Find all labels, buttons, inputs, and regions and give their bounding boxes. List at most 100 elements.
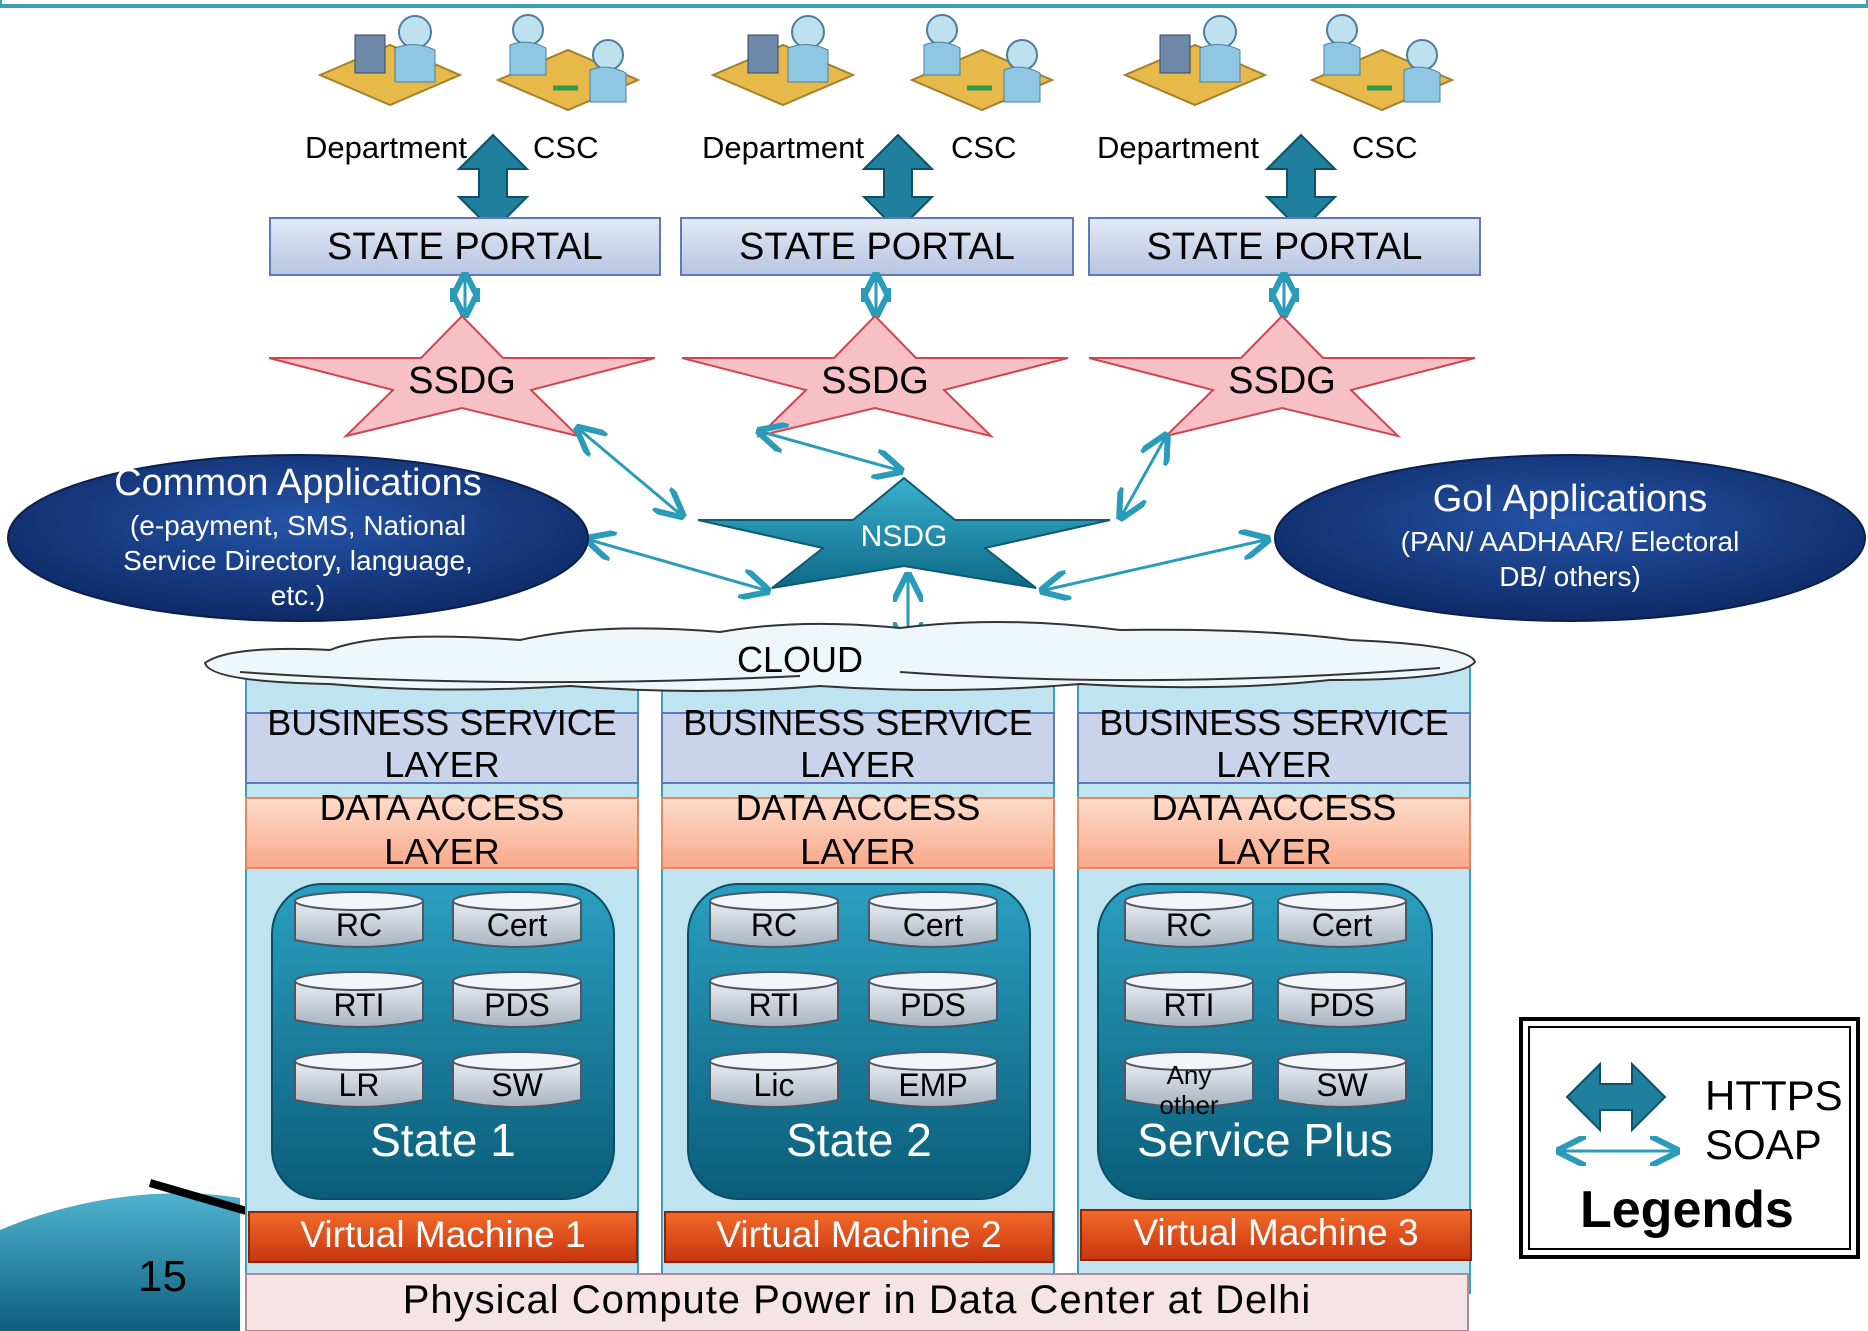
database-cylinder[interactable] <box>1277 1051 1407 1108</box>
state-portal-label: STATE PORTAL <box>1146 226 1423 268</box>
database-label: PDS <box>484 987 550 1023</box>
soap-arrow <box>580 430 1265 646</box>
dal-line: LAYER <box>384 830 500 872</box>
state-label: Service Plus <box>1137 1114 1393 1166</box>
csc-label: CSC <box>951 130 1017 165</box>
physical-compute-bar[interactable] <box>245 1273 1469 1331</box>
database-label: Lic <box>753 1067 795 1103</box>
ssdg-star[interactable] <box>268 314 656 438</box>
database-cylinder[interactable] <box>709 891 839 948</box>
state-container[interactable] <box>271 883 615 1200</box>
database-cylinder[interactable] <box>452 971 582 1028</box>
state-portal-box[interactable] <box>269 217 661 276</box>
ssdg-star[interactable] <box>1088 314 1476 438</box>
dal-line: DATA ACCESS <box>1151 787 1397 828</box>
goi-applications-line: (PAN/ AADHAAR/ Electoral <box>1400 526 1740 557</box>
common-applications-ellipse[interactable] <box>7 454 589 622</box>
state-portal-label: STATE PORTAL <box>327 226 603 268</box>
state-container[interactable] <box>1097 883 1433 1200</box>
column-state-1 <box>245 664 639 1294</box>
database-cylinder[interactable] <box>294 1051 424 1108</box>
database-cylinder[interactable] <box>1124 971 1254 1028</box>
department-label: Department <box>305 130 467 165</box>
virtual-machine-label: Virtual Machine 3 <box>1133 1212 1419 1253</box>
database-label: EMP <box>898 1067 968 1103</box>
state-label: State 2 <box>786 1114 932 1166</box>
database-cylinder[interactable] <box>452 1051 582 1108</box>
database-cylinder[interactable] <box>1277 891 1407 948</box>
data-access-layer[interactable] <box>245 797 639 869</box>
database-cylinder[interactable] <box>1124 891 1254 948</box>
business-service-layer-label: BUSINESS SERVICE LAYER <box>246 702 638 787</box>
bsl-line: LAYER <box>1216 744 1332 786</box>
database-cylinder[interactable] <box>868 891 998 948</box>
database-cylinder[interactable] <box>1124 1051 1254 1108</box>
bsl-line: BUSINESS SERVICE <box>1099 702 1449 743</box>
database-label: RTI <box>748 987 800 1023</box>
database-cylinder[interactable] <box>709 971 839 1028</box>
top-frame-border <box>0 0 1868 8</box>
nsdg-star[interactable] <box>697 476 1111 589</box>
database-label: RTI <box>1163 987 1215 1023</box>
data-access-layer-label: DATA ACCESS LAYER <box>662 786 1054 874</box>
database-cylinder[interactable] <box>868 1051 998 1108</box>
database-label: RC <box>750 907 798 943</box>
soap-arrow <box>465 278 1284 312</box>
common-applications-line: Service Directory, language, <box>123 545 473 576</box>
database-label: RC <box>1165 907 1213 943</box>
state-portal-box[interactable] <box>680 217 1074 276</box>
business-service-layer-label: BUSINESS SERVICE LAYER <box>1078 702 1470 787</box>
virtual-machine-label: Virtual Machine 1 <box>300 1214 586 1255</box>
data-access-layer[interactable] <box>1077 797 1471 869</box>
data-access-layer[interactable] <box>661 797 1055 869</box>
legend-https-label: HTTPS <box>1705 1072 1843 1119</box>
dal-line: DATA ACCESS <box>735 787 981 828</box>
page-number: 15 <box>138 1252 187 1301</box>
business-service-layer-label: BUSINESS SERVICE LAYER <box>662 702 1054 787</box>
database-label: PDS <box>1309 987 1375 1023</box>
state-portal-box[interactable] <box>1088 217 1481 276</box>
desk-user-icon <box>317 15 463 107</box>
corner-decoration <box>0 1179 252 1331</box>
legend-title: Legends <box>1580 1181 1794 1239</box>
state-container[interactable] <box>687 883 1031 1200</box>
database-cylinder[interactable] <box>709 1051 839 1108</box>
legend-soap-label: SOAP <box>1705 1121 1822 1168</box>
virtual-machine-bar[interactable] <box>664 1211 1054 1263</box>
https-arrow <box>1264 133 1338 233</box>
ssdg-label: SSDG <box>408 360 516 402</box>
common-applications-line: (e-payment, SMS, National <box>129 510 467 541</box>
ssdg-star[interactable] <box>681 314 1069 438</box>
goi-applications-ellipse[interactable] <box>1274 454 1866 622</box>
database-cylinder[interactable] <box>452 891 582 948</box>
business-service-layer[interactable] <box>661 712 1055 784</box>
cloud-shape <box>203 620 1477 692</box>
csc-label: CSC <box>533 130 599 165</box>
state-label: State 1 <box>370 1114 516 1166</box>
bsl-line: BUSINESS SERVICE <box>267 702 617 743</box>
virtual-machine-bar[interactable] <box>248 1211 638 1263</box>
virtual-machine-bar[interactable] <box>1080 1209 1472 1261</box>
physical-compute-label: Physical Compute Power in Data Center at… <box>402 1278 1312 1322</box>
database-label: Cert <box>1311 907 1373 943</box>
dal-line: DATA ACCESS <box>319 787 565 828</box>
department-label: Department <box>702 130 864 165</box>
business-service-layer[interactable] <box>1077 712 1471 784</box>
bsl-line: BUSINESS SERVICE <box>683 702 1033 743</box>
database-label: Cert <box>486 907 548 943</box>
business-service-layer[interactable] <box>245 712 639 784</box>
database-cylinder[interactable] <box>294 971 424 1028</box>
database-cylinder[interactable] <box>868 971 998 1028</box>
database-cylinder[interactable] <box>1277 971 1407 1028</box>
state-portal-label: STATE PORTAL <box>739 226 1015 268</box>
column-state-2 <box>661 664 1055 1294</box>
database-label: Cert <box>902 907 964 943</box>
data-access-layer-label: DATA ACCESS LAYER <box>246 786 638 874</box>
database-cylinder[interactable] <box>294 891 424 948</box>
department-label: Department <box>1097 130 1259 165</box>
ssdg-label: SSDG <box>1228 360 1336 402</box>
database-label: LR <box>338 1067 380 1103</box>
database-group <box>294 891 1407 1108</box>
